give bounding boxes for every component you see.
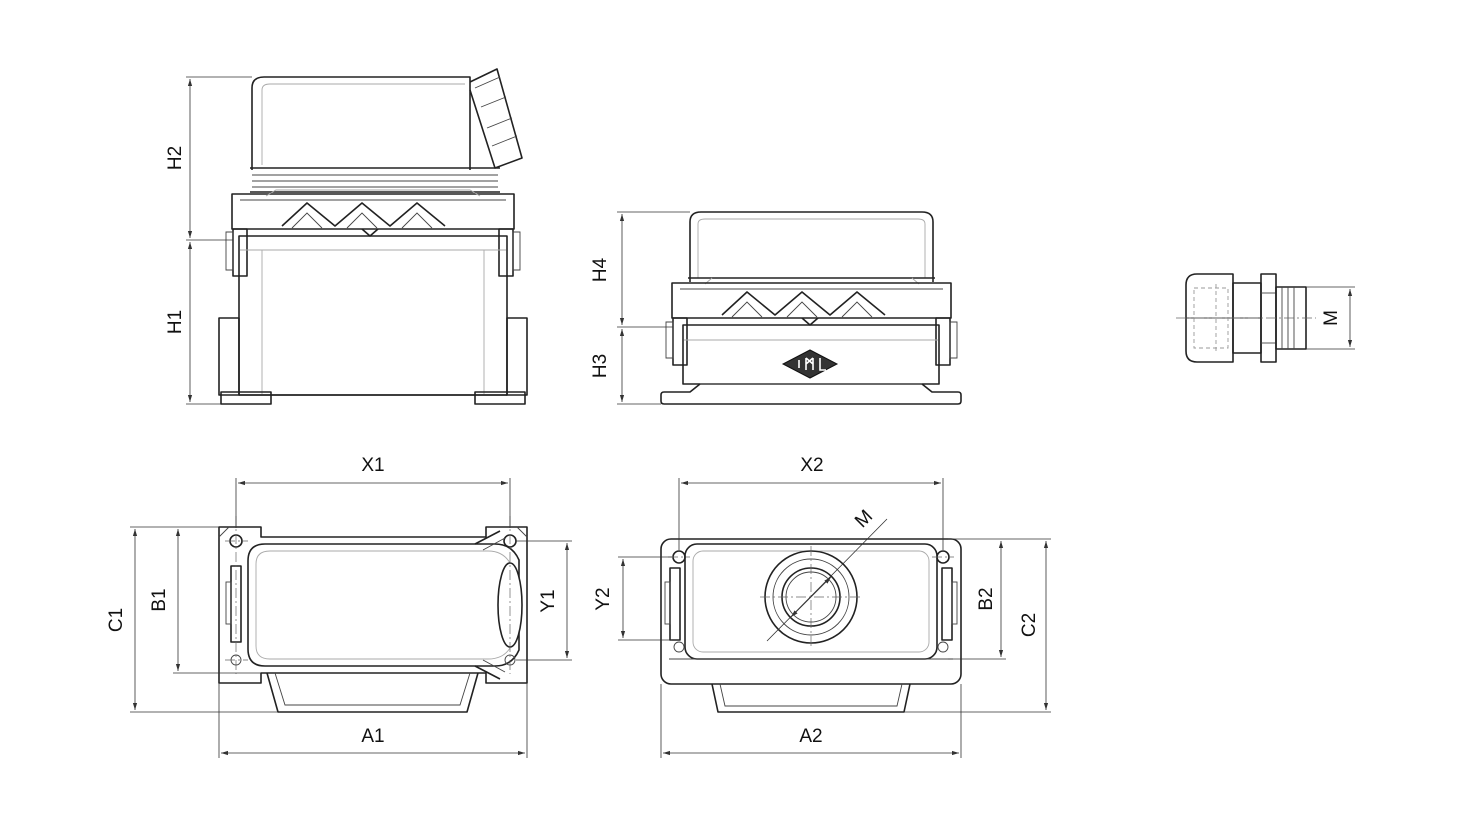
diamond-logo-icon <box>781 349 839 379</box>
label-c1: C1 <box>106 608 127 632</box>
dimension-b2: B2 <box>948 538 1006 660</box>
cable-gland-view <box>1176 273 1316 363</box>
label-a1: A1 <box>361 726 384 747</box>
label-h3: H3 <box>590 354 611 378</box>
dimension-a1: A1 <box>218 683 528 758</box>
label-x1: X1 <box>361 455 384 476</box>
dimension-h3-h4: H4 H3 <box>590 211 690 405</box>
dimension-c1: C1 <box>106 526 278 713</box>
label-m-gland: M <box>1321 310 1342 326</box>
front-view-housing <box>660 211 962 405</box>
dimension-a2: A2 <box>660 684 962 758</box>
label-y1: Y1 <box>538 589 559 612</box>
label-m-hole: M <box>851 506 877 532</box>
label-h2: H2 <box>165 146 186 170</box>
dimension-h1-h2: H2 H1 <box>165 76 252 405</box>
label-y2: Y2 <box>593 587 614 610</box>
centerlines-view-4 <box>225 516 511 674</box>
dimension-c2: C2 <box>904 538 1051 713</box>
dimension-x2: X2 <box>678 455 944 550</box>
label-c2: C2 <box>1019 613 1040 637</box>
label-b2: B2 <box>976 587 997 610</box>
dimension-y2: Y2 <box>593 556 672 641</box>
side-view-hood-housing <box>218 68 528 405</box>
label-x2: X2 <box>800 455 823 476</box>
top-view-hood-housing <box>218 526 528 713</box>
dimension-x1: X1 <box>235 455 511 528</box>
label-h1: H1 <box>165 310 186 334</box>
dimension-b1: B1 <box>149 526 261 674</box>
dimension-y1: Y1 <box>516 540 572 661</box>
label-h4: H4 <box>590 257 611 282</box>
label-b1: B1 <box>149 588 170 611</box>
label-a2: A2 <box>799 726 822 747</box>
dimension-m-gland: M <box>1306 286 1355 350</box>
